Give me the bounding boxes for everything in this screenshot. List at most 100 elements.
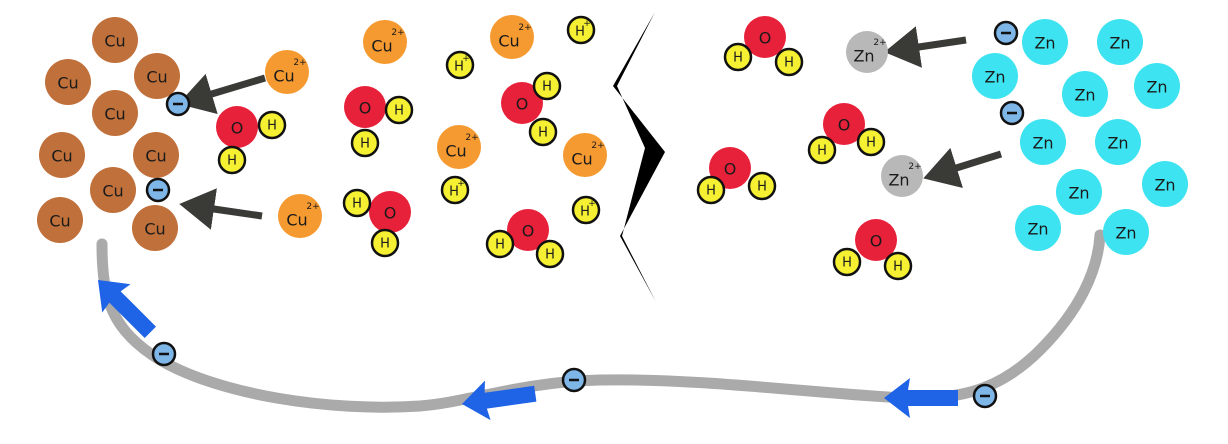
zinc-atom-8-shape: [1056, 169, 1102, 215]
water-molecule-5-hydrogen-2-label: H: [545, 248, 555, 263]
copper-atom-6-label: Cu: [145, 147, 166, 166]
water-molecule-2-oxygen: O: [344, 86, 386, 128]
water-molecule-7-oxygen: O: [709, 147, 751, 189]
copper-ion-1-shape: [265, 50, 309, 94]
water-molecule-9-oxygen: O: [855, 219, 897, 261]
copper-atom-8-label: Cu: [49, 212, 70, 231]
copper-atom-9: Cu: [132, 205, 178, 251]
copper-ion-4-shape: [278, 194, 322, 238]
hydrogen-ion-2-symbol: H: [454, 60, 464, 75]
hydrogen-ion-4-symbol: H: [580, 205, 590, 220]
water-molecule-4-hydrogen-1-shape: [532, 71, 562, 101]
current-arrow-left-shape: [98, 280, 156, 338]
electron-7: [972, 383, 998, 409]
copper-atom-2: Cu: [45, 59, 91, 105]
copper-ion-6-shape: [563, 133, 607, 177]
zinc-atom-2-label: Zn: [1109, 34, 1130, 53]
water-molecule-9-hydrogen-2: H: [883, 251, 913, 281]
water-molecule-3-oxygen-label: O: [384, 204, 397, 223]
copper-atom-2-label: Cu: [57, 74, 78, 93]
water-molecule-4-hydrogen-1-label: H: [542, 80, 552, 95]
water-molecule-1-oxygen: O: [216, 106, 258, 148]
zinc-atom-11-label: Zn: [1115, 224, 1136, 243]
water-molecule-5-hydrogen-2-shape: [535, 239, 565, 269]
zinc-ion-2-symbol: Zn: [888, 171, 909, 190]
water-molecule-1-hydrogen-1-label: H: [267, 119, 277, 134]
copper-atom-1-shape: [92, 17, 138, 63]
zinc-atom-9: Zn: [1142, 161, 1188, 207]
hydrogen-ion-1-shape: [566, 15, 596, 45]
water-molecule-3-hydrogen-2: H: [370, 228, 400, 258]
zinc-atom-8: Zn: [1056, 169, 1102, 215]
copper-ion-3-charge: 2+: [518, 23, 531, 33]
water-molecule-2-hydrogen-2-label: H: [360, 137, 370, 152]
copper-ion-1: Cu2+: [265, 50, 309, 94]
water-molecule-7-hydrogen-2: H: [747, 171, 777, 201]
water-molecule-1-hydrogen-1: H: [257, 110, 287, 140]
water-molecule-3-oxygen-shape: [369, 191, 411, 233]
copper-atom-6: Cu: [133, 132, 179, 178]
zinc-ion-2-charge: 2+: [908, 162, 921, 172]
copper-atom-7: Cu: [90, 167, 136, 213]
hydrogen-ion-2: H+: [445, 50, 475, 80]
water-molecule-4: OHH: [501, 71, 562, 147]
water-molecule-6-hydrogen-2-shape: [774, 47, 804, 77]
hydrogen-ion-3-shape: [440, 175, 470, 205]
zinc-atom-3-shape: [972, 53, 1018, 99]
hydrogen-ion-4-shape: [571, 195, 601, 225]
water-molecule-8: OHH: [807, 103, 886, 165]
water-molecule-6-hydrogen-2-label: H: [784, 56, 794, 71]
water-molecule-2-hydrogen-2-shape: [350, 128, 380, 158]
zinc-atom-3-label: Zn: [984, 68, 1005, 87]
zinc-atom-2-shape: [1097, 19, 1143, 65]
hydrogen-ion-3-charge: +: [457, 179, 465, 189]
zinc-atom-6-shape: [1020, 119, 1066, 165]
water-molecule-8-oxygen-shape: [823, 103, 865, 145]
water-molecule-2-hydrogen-1: H: [384, 95, 414, 125]
water-molecule-3-hydrogen-1-shape: [342, 188, 372, 218]
hydrogen-ion-4-charge: +: [588, 199, 596, 209]
water-molecule-2-hydrogen-1-label: H: [394, 104, 404, 119]
water-molecule-4-oxygen-label: O: [516, 95, 529, 114]
water-molecule-6-oxygen-label: O: [759, 29, 772, 48]
electron-1: [165, 91, 191, 117]
water-molecule-7-hydrogen-1-shape: [696, 175, 726, 205]
water-molecule-8-oxygen: O: [823, 103, 865, 145]
copper-ion-5-shape: [437, 125, 481, 169]
current-arrow-left: [98, 280, 156, 338]
water-molecule-4-oxygen: O: [501, 82, 543, 124]
water-molecule-8-hydrogen-1-label: H: [817, 144, 827, 159]
copper-ion-3-symbol: Cu: [498, 32, 519, 51]
zinc-atom-8-label: Zn: [1068, 184, 1089, 203]
copper-atom-5: Cu: [39, 132, 85, 178]
zinc-atom-11: Zn: [1103, 209, 1149, 255]
water-molecule-6-hydrogen-1-label: H: [733, 51, 743, 66]
copper-ion-4: Cu2+: [278, 194, 322, 238]
copper-atom-4-label: Cu: [104, 105, 125, 124]
electron-6: [561, 367, 587, 393]
water-molecule-9-hydrogen-1-shape: [832, 247, 862, 277]
water-molecule-6-oxygen-shape: [744, 16, 786, 58]
water-molecule-7-hydrogen-1: H: [696, 175, 726, 205]
zinc-atom-3: Zn: [972, 53, 1018, 99]
water-molecule-4-hydrogen-1: H: [532, 71, 562, 101]
water-molecule-7-hydrogen-2-shape: [747, 171, 777, 201]
copper-ion-5-symbol: Cu: [445, 142, 466, 161]
ion-arrow-cu-upper: [178, 73, 267, 115]
water-molecule-3-hydrogen-2-shape: [370, 228, 400, 258]
zinc-ion-1: Zn2+: [846, 31, 888, 73]
hydrogen-ion-2-charge: +: [462, 54, 470, 64]
zinc-atom-10-shape: [1015, 205, 1061, 251]
water-molecule-1-hydrogen-1-shape: [257, 110, 287, 140]
water-molecule-5-hydrogen-1: H: [485, 229, 515, 259]
copper-atom-5-shape: [39, 132, 85, 178]
electron-2: [145, 177, 171, 203]
zinc-atom-10-label: Zn: [1027, 220, 1048, 239]
water-molecule-9-hydrogen-1-label: H: [842, 256, 852, 271]
copper-atom-2-shape: [45, 59, 91, 105]
zinc-atom-4: Zn: [1062, 71, 1108, 117]
zinc-atom-5: Zn: [1134, 63, 1180, 109]
water-molecule-9-oxygen-shape: [855, 219, 897, 261]
water-molecule-9-oxygen-label: O: [870, 232, 883, 251]
